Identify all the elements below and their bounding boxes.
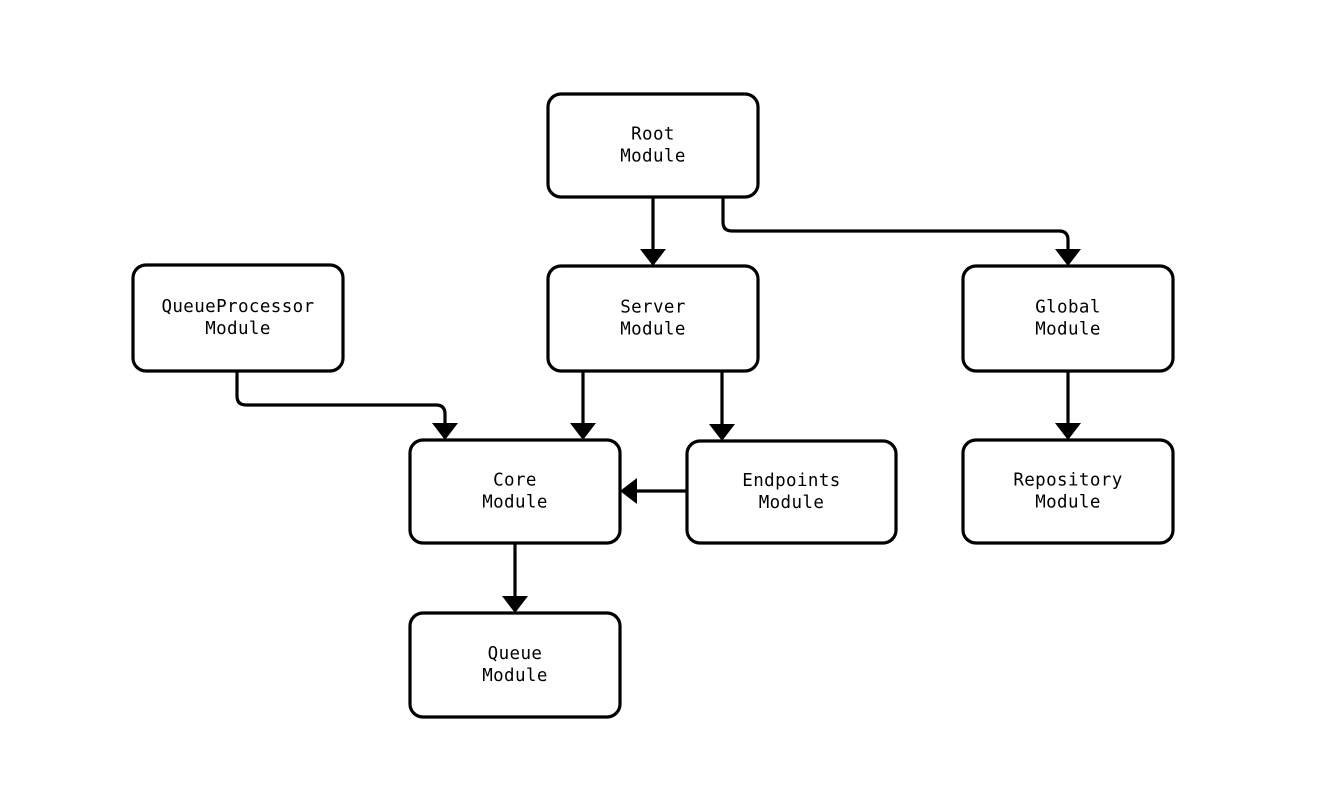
root-module-node-label-line1: Root bbox=[631, 125, 675, 145]
queue-module-node-label-line2: Module bbox=[482, 666, 548, 686]
server-module-node-label-line2: Module bbox=[620, 320, 686, 340]
edge-queueprocessor-to-core-arrowhead bbox=[432, 423, 458, 440]
global-module-node-label-line1: Global bbox=[1035, 298, 1101, 318]
core-module-node-label-line2: Module bbox=[482, 493, 548, 513]
core-module-node-label-line1: Core bbox=[493, 471, 537, 491]
edge-root-to-global-arrowhead bbox=[1055, 249, 1081, 266]
edge-queueprocessor-to-core bbox=[235, 371, 458, 440]
edge-root-to-global-line bbox=[721, 197, 1070, 255]
queueprocessor-module-node-box[interactable] bbox=[131, 263, 345, 373]
global-module-node-label-line2: Module bbox=[1035, 320, 1101, 340]
endpoints-module-node-label-line2: Module bbox=[759, 493, 825, 513]
node-layer: RootModuleQueueProcessorModuleServerModu… bbox=[131, 92, 1175, 719]
edge-endpoints-to-core bbox=[620, 478, 687, 504]
edge-global-to-repository bbox=[1055, 371, 1081, 440]
edge-core-to-queue-arrowhead bbox=[502, 596, 528, 613]
edge-global-to-repository-arrowhead bbox=[1055, 423, 1081, 440]
root-module-node-label-line2: Module bbox=[620, 147, 686, 167]
edge-queueprocessor-to-core-line bbox=[235, 371, 447, 429]
edge-server-to-core-arrowhead bbox=[570, 423, 596, 440]
server-module-node-box[interactable] bbox=[546, 264, 760, 373]
repository-module-node-box[interactable] bbox=[961, 438, 1175, 545]
edge-core-to-queue bbox=[502, 543, 528, 613]
repository-module-node-label-line2: Module bbox=[1035, 493, 1101, 513]
queue-module-node-label-line1: Queue bbox=[488, 644, 543, 664]
root-module-node-box[interactable] bbox=[546, 92, 760, 199]
edge-root-to-server bbox=[640, 197, 666, 266]
server-module-node-label-line1: Server bbox=[620, 298, 686, 318]
edge-server-to-core bbox=[570, 371, 596, 440]
edge-root-to-server-arrowhead bbox=[640, 249, 666, 266]
edge-server-to-endpoints-arrowhead bbox=[709, 424, 735, 441]
repository-module-node-label-line1: Repository bbox=[1013, 471, 1122, 491]
edge-layer bbox=[235, 197, 1081, 613]
endpoints-module-node-label-line1: Endpoints bbox=[742, 471, 840, 491]
edge-endpoints-to-core-arrowhead bbox=[620, 478, 637, 504]
queueprocessor-module-node-label-line1: QueueProcessor bbox=[161, 297, 314, 317]
edge-server-to-endpoints bbox=[709, 371, 735, 441]
endpoints-module-node-box[interactable] bbox=[685, 439, 898, 545]
global-module-node-box[interactable] bbox=[961, 264, 1175, 373]
queueprocessor-module-node-label-line2: Module bbox=[205, 319, 271, 339]
core-module-node-box[interactable] bbox=[408, 438, 622, 545]
queue-module-node-box[interactable] bbox=[408, 611, 622, 719]
edge-root-to-global bbox=[721, 197, 1081, 266]
